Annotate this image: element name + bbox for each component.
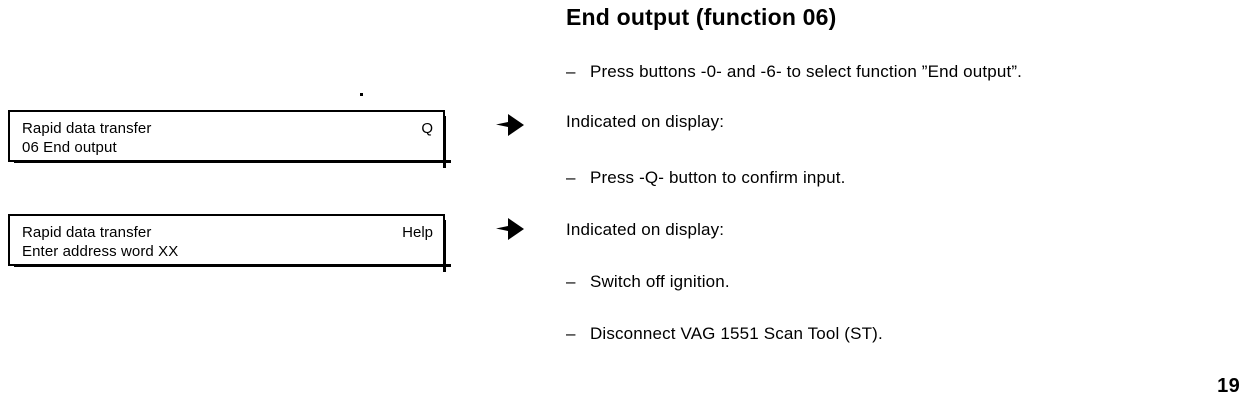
left-arrow-icon (496, 113, 530, 137)
display-column: Rapid data transfer Q 06 End output Rapi… (8, 0, 478, 406)
instruction-line: –Press -Q- button to confirm input. (566, 168, 845, 188)
display-2-softkey: Help (402, 224, 433, 241)
bullet-dash: – (566, 324, 576, 343)
instruction-text: Disconnect VAG 1551 Scan Tool (ST). (590, 324, 883, 343)
bullet-dash: – (566, 168, 576, 187)
instruction-line: Indicated on display: (566, 112, 724, 132)
instruction-text: Press buttons -0- and -6- to select func… (590, 62, 1023, 81)
instruction-line: –Switch off ignition. (566, 272, 730, 292)
display-2-line-2: Enter address word XX (22, 243, 179, 260)
left-arrow-icon (496, 217, 530, 241)
bullet-dash: – (566, 62, 576, 81)
instruction-line: Indicated on display: (566, 220, 724, 240)
instruction-column: End output (function 06) –Press buttons … (566, 0, 1248, 406)
instruction-text: Press -Q- button to confirm input. (590, 168, 846, 187)
display-2-line-1: Rapid data transfer (22, 224, 152, 241)
display-1-line-2: 06 End output (22, 139, 117, 156)
page-title: End output (function 06) (566, 4, 837, 30)
instruction-text: Switch off ignition. (590, 272, 730, 291)
bullet-dash: – (566, 272, 576, 291)
instruction-text: Indicated on display: (566, 112, 725, 131)
display-panel-1: Rapid data transfer Q 06 End output (8, 110, 451, 168)
instruction-text: Indicated on display: (566, 220, 725, 239)
page-number: 19 (1217, 375, 1240, 397)
display-1-line-1: Rapid data transfer (22, 120, 152, 137)
instruction-line: –Press buttons -0- and -6- to select fun… (566, 62, 1022, 82)
instruction-line: –Disconnect VAG 1551 Scan Tool (ST). (566, 324, 883, 344)
display-1-softkey: Q (421, 120, 433, 137)
display-panel-2: Rapid data transfer Help Enter address w… (8, 214, 451, 272)
scan-artifact-speck (360, 93, 363, 96)
